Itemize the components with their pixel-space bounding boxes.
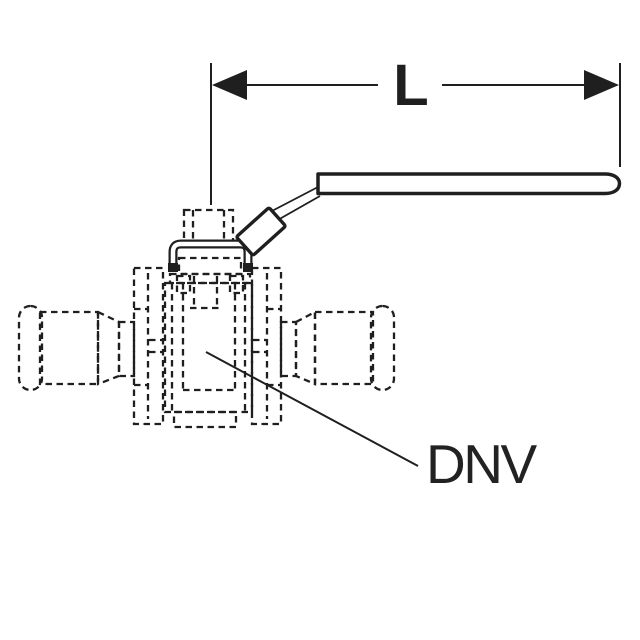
lever-handle	[235, 172, 622, 257]
tube-left	[117, 320, 136, 378]
handle-hub-sleeve	[235, 206, 287, 257]
part-callout: DNV	[205, 351, 540, 495]
press-socket-right	[313, 310, 375, 386]
handle-bar	[316, 172, 622, 196]
tube-right	[279, 320, 298, 378]
press-socket-left	[38, 310, 100, 386]
press-end-left	[17, 304, 44, 392]
stem-passage	[190, 276, 221, 310]
stem	[182, 208, 235, 243]
dimension-label: L	[393, 53, 428, 118]
leader-line	[205, 351, 419, 467]
bracket-foot-right	[243, 263, 253, 272]
ball-cavity	[181, 283, 237, 392]
taper-left	[96, 310, 121, 386]
dimension-arrow-left-icon	[212, 70, 247, 100]
flange-right	[250, 266, 283, 426]
bonnet-plate	[177, 256, 243, 276]
valve-body-hidden-lines	[17, 208, 396, 429]
flange-left	[132, 266, 165, 426]
handle-link-wires	[269, 186, 321, 222]
press-end-right	[369, 304, 396, 392]
body-bottom-step	[172, 410, 238, 429]
taper-right	[294, 310, 317, 386]
dimension-arrow-right-icon	[584, 70, 619, 100]
body-housing	[163, 281, 254, 414]
bonnet-block-right	[228, 274, 245, 295]
stem-inner	[191, 210, 226, 241]
body-walls	[170, 283, 247, 412]
bracket-foot-left	[168, 263, 178, 272]
part-label: DNV	[426, 433, 537, 495]
dimension-L: L	[210, 53, 621, 205]
bonnet-block-left	[175, 274, 192, 295]
